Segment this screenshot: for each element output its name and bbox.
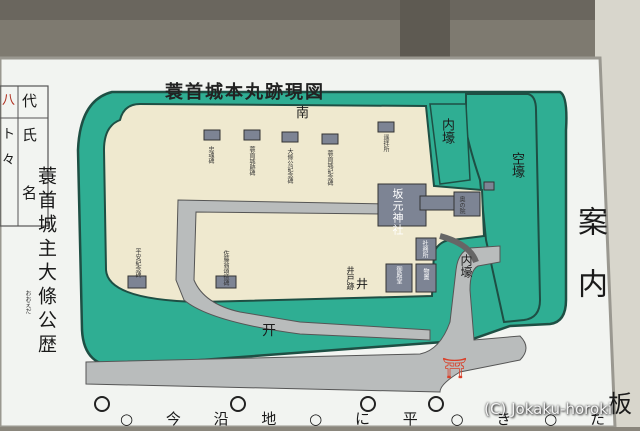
monument-marker [215, 275, 237, 289]
shrine-building [377, 183, 427, 227]
table-cell: 氏 [22, 126, 38, 144]
honden-building [453, 191, 481, 217]
circle-mark [230, 396, 246, 412]
bottom-row-text: ○ 今 沿 地 ○ に 平 ○ き ○ た [120, 410, 620, 428]
label-well: 井戸跡 [346, 266, 355, 290]
ruby-text: おおえだ [24, 290, 31, 314]
bridge [439, 233, 479, 264]
table-header: 代 [22, 92, 38, 110]
storehouse-building [415, 263, 437, 293]
monument-label: 蓑首城跡碑 [248, 146, 255, 176]
right-heading: 案内 [572, 206, 607, 330]
dry-moat [465, 93, 542, 324]
monument-label: 忠魂碑 [207, 146, 214, 164]
left-table [0, 85, 49, 227]
monument-marker [281, 131, 299, 143]
label-building-a: 御殿堂 [395, 266, 402, 284]
monument-marker [203, 129, 221, 141]
monument-label: 佐藤翁頌徳碑 [222, 250, 229, 286]
monument-marker [483, 181, 495, 191]
edge-char: 々 [2, 153, 16, 168]
map-title: 蓑首城本丸跡現図 [165, 82, 325, 103]
roof-beam [400, 0, 450, 60]
monument-marker [127, 275, 147, 289]
label-inner-moat-top: 内壕 [439, 118, 454, 144]
label-building-c: 社務所 [421, 240, 428, 258]
circle-mark [360, 396, 376, 412]
gate-mark: 开 [262, 323, 276, 339]
torii-mark: ⛩ [442, 356, 468, 380]
approach-path [175, 199, 431, 341]
hall-building [385, 263, 413, 293]
monument-label: 蓑首城記念碑 [326, 150, 333, 186]
circle-mark [94, 396, 110, 412]
monument-marker [321, 133, 339, 145]
label-dry-moat: 空壕 [509, 152, 524, 178]
office-building [415, 237, 437, 261]
well-mark: 井 [356, 277, 369, 291]
inner-moat-top [429, 103, 471, 185]
left-heading: 蓑首城主大條公歴 [35, 166, 57, 358]
monument-marker [243, 129, 261, 141]
right-char-bottom: 板 [608, 390, 632, 418]
label-building-b: 物置 [422, 268, 429, 280]
monument-label: 平安紀念碑 [134, 248, 141, 278]
copyright-watermark: (C) Jokaku-horoki [484, 400, 612, 418]
edge-char: ト [2, 127, 16, 142]
label-inner-moat-bottom: 内壕 [459, 254, 473, 278]
monument-label: 遥拝所 [382, 134, 389, 152]
lower-road [85, 245, 527, 393]
edge-char: 八 [2, 93, 16, 108]
circle-mark [428, 396, 444, 412]
label-honden: 奥の院 [458, 196, 465, 214]
table-cell: 名 [22, 184, 38, 202]
label-shrine: 坂元神社 [391, 188, 404, 236]
monument-marker [377, 121, 395, 133]
monument-label: 大條公記念碑 [286, 148, 293, 184]
label-south: 南 [296, 106, 310, 121]
